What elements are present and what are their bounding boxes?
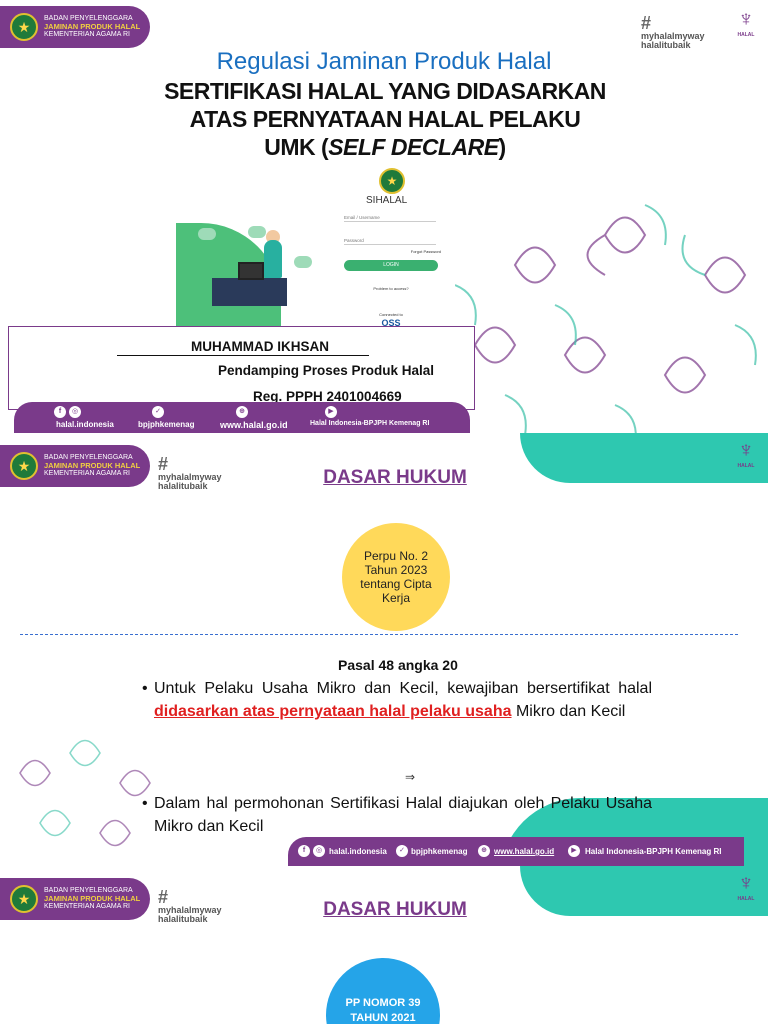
teal-wave-top (520, 866, 768, 916)
person-illustration (264, 240, 282, 278)
globe-icon[interactable]: ⊕ (478, 845, 490, 857)
pasal-label: Pasal 48 angka 20 (338, 657, 458, 673)
sihalal-emblem-icon: ★ (379, 168, 405, 194)
org-line3: KEMENTERIAN AGAMA RI (44, 903, 130, 910)
slide1-title-line2: ATAS PERNYATAAN HALAL PELAKU (189, 106, 581, 132)
globe-icon[interactable]: ⊕ (236, 406, 248, 418)
website-link[interactable]: www.halal.go.id (220, 420, 288, 430)
halal-logo: ♆ HALAL (733, 6, 759, 46)
perpu-circle: Perpu No. 2 Tahun 2023 tentang Cipta Ker… (342, 523, 450, 631)
bullet-1: • Untuk Pelaku Usaha Mikro dan Kecil, ke… (142, 680, 652, 720)
password-field[interactable]: Password (344, 238, 436, 245)
hash-icon: # (641, 13, 652, 33)
hashtag: # myhalalmyway halalitubaik (641, 14, 705, 50)
connected-text: Connected to (379, 312, 403, 317)
hashtag: # myhalalmyway halalitubaik (158, 888, 222, 924)
problem-text: Problem to access? (373, 286, 409, 291)
halal-logo-icon: ♆ (737, 6, 755, 31)
bpjph-logo: ★ BADAN PENYELENGGARA JAMINAN PRODUK HAL… (0, 6, 150, 48)
presenter-box: MUHAMMAD IKHSAN Pendamping Proses Produk… (8, 326, 475, 410)
social-footer: f ◎ halal.indonesia ✓ bpjphkemenag ⊕ www… (14, 402, 470, 433)
presenter-name: MUHAMMAD IKHSAN (191, 339, 329, 354)
monitor-icon (238, 262, 264, 280)
highlight-text: didasarkan atas pernyataan halal pelaku … (154, 703, 512, 720)
twitter-handle[interactable]: bpjphkemenag (138, 420, 195, 429)
instagram-icon[interactable]: ◎ (69, 406, 81, 418)
oss-logo: OSS (381, 318, 401, 328)
presenter-reg: Reg. PPPH 2401004669 (253, 389, 402, 404)
halal-logo: ♆ HALAL (733, 437, 759, 477)
pp-circle: PP NOMOR 39 TAHUN 2021 (326, 958, 440, 1024)
hash-icon: # (158, 887, 169, 907)
slide1-title-blue: Regulasi Jaminan Produk Halal (216, 48, 552, 75)
twitter-icon[interactable]: ✓ (152, 406, 164, 418)
twitter-handle[interactable]: bpjphkemenag (411, 847, 468, 856)
org-line2: JAMINAN PRODUK HALAL (44, 894, 141, 903)
instagram-handle[interactable]: halal.indonesia (329, 847, 387, 856)
halal-label: HALAL (737, 463, 755, 469)
hashtag-line1: myhalalmyway (158, 472, 222, 482)
bpjph-logo: ★ BADAN PENYELENGGARA JAMINAN PRODUK HAL… (0, 445, 150, 487)
hashtag-line2: halalitubaik (158, 481, 208, 491)
org-line3: KEMENTERIAN AGAMA RI (44, 470, 130, 477)
decorative-pattern-left (19, 739, 151, 847)
bullet-2: • Dalam hal permohonan Sertifikasi Halal… (142, 795, 652, 835)
bpjph-logo: ★ BADAN PENYELENGGARA JAMINAN PRODUK HAL… (0, 878, 150, 920)
halal-logo-icon: ♆ (737, 870, 755, 895)
org-line2: JAMINAN PRODUK HALAL (44, 22, 141, 31)
twitter-icon[interactable]: ✓ (396, 845, 408, 857)
hashtag-line1: myhalalmyway (158, 905, 222, 915)
org-line1: BADAN PENYELENGGARA (44, 887, 133, 894)
halal-label: HALAL (737, 896, 755, 902)
youtube-channel[interactable]: Halal Indonesia-BPJPH Kemenag RI (310, 420, 430, 427)
slide1-title-line3: UMK (SELF DECLARE) (264, 134, 506, 160)
youtube-channel[interactable]: Halal Indonesia-BPJPH Kemenag RI (585, 847, 722, 856)
facebook-icon[interactable]: f (54, 406, 66, 418)
dashed-divider (20, 634, 738, 635)
halal-logo-icon: ♆ (737, 437, 755, 462)
org-line1: BADAN PENYELENGGARA (44, 15, 133, 22)
facebook-icon[interactable]: f (298, 845, 310, 857)
slide1-title-line1: SERTIFIKASI HALAL YANG DIDASARKAN (164, 78, 606, 104)
garuda-emblem-icon: ★ (10, 885, 38, 913)
login-button[interactable]: LOGIN (344, 260, 438, 271)
instagram-handle[interactable]: halal.indonesia (56, 420, 114, 429)
slide2-heading: DASAR HUKUM (323, 467, 467, 488)
hashtag-line2: halalitubaik (158, 914, 208, 924)
instagram-icon[interactable]: ◎ (313, 845, 325, 857)
org-line2: JAMINAN PRODUK HALAL (44, 461, 141, 470)
slide3-heading: DASAR HUKUM (323, 899, 467, 920)
hashtag-line1: myhalalmyway (641, 31, 705, 41)
presenter-role: Pendamping Proses Produk Halal (218, 363, 435, 378)
hashtag-line2: halalitubaik (641, 40, 691, 50)
arrow-icon: ⇒ (405, 770, 416, 784)
youtube-icon[interactable]: ▶ (325, 406, 337, 418)
username-field[interactable]: Email / Username (344, 215, 436, 222)
slide-3: ★ BADAN PENYELENGGARA JAMINAN PRODUK HAL… (0, 866, 768, 1024)
forgot-password-link[interactable]: Forgot Password (410, 249, 441, 254)
hash-icon: # (158, 454, 169, 474)
garuda-emblem-icon: ★ (10, 452, 38, 480)
slide-2: ★ BADAN PENYELENGGARA JAMINAN PRODUK HAL… (0, 433, 768, 866)
teal-wave-top (520, 433, 768, 483)
halal-logo: ♆ HALAL (733, 870, 759, 910)
garuda-emblem-icon: ★ (10, 13, 38, 41)
sihalal-login-screenshot: ★ SIHALAL Email / Username Password Forg… (176, 168, 448, 333)
website-link[interactable]: www.halal.go.id (494, 847, 555, 856)
slide-1: ★ BADAN PENYELENGGARA JAMINAN PRODUK HAL… (0, 0, 768, 433)
org-line1: BADAN PENYELENGGARA (44, 454, 133, 461)
org-line3: KEMENTERIAN AGAMA RI (44, 31, 130, 38)
halal-label: HALAL (737, 32, 755, 38)
youtube-icon[interactable]: ▶ (568, 845, 580, 857)
hashtag: # myhalalmyway halalitubaik (158, 455, 222, 491)
decorative-pattern (455, 204, 757, 433)
sihalal-title: SIHALAL (366, 195, 408, 206)
social-footer: f ◎ halal.indonesia ✓ bpjphkemenag ⊕ www… (288, 837, 744, 866)
